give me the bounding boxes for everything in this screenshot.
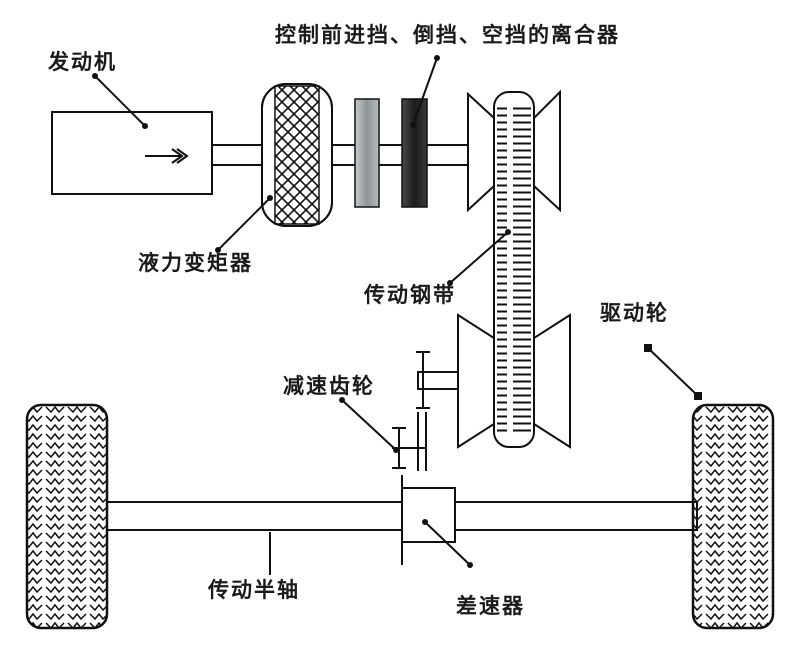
engine (51, 111, 213, 195)
primary-pulley (467, 89, 561, 213)
reduction-gear-label: 减速齿轮 (283, 374, 375, 398)
engine-label: 发动机 (47, 50, 117, 74)
arrow-icon (145, 148, 189, 164)
clutch-plate-dark (401, 98, 428, 208)
differential (401, 475, 456, 565)
half-shaft-label: 传动半轴 (207, 578, 300, 602)
steel-belt (493, 91, 535, 448)
clutch-label: 控制前进挡、倒挡、空挡的离合器 (275, 23, 620, 47)
torque-converter-label: 液力变矩器 (138, 251, 253, 275)
right-wheel (691, 403, 775, 630)
steel-belt-label: 传动钢带 (363, 283, 456, 307)
clutch-pack (354, 98, 428, 208)
torque-converter (261, 83, 333, 227)
differential-label: 差速器 (456, 594, 525, 618)
reduction-gears (392, 351, 430, 471)
clutch-plate-light (354, 98, 380, 208)
half-shaft (106, 501, 698, 531)
leader-lines (92, 55, 702, 575)
drive-wheel-label: 驱动轮 (600, 301, 669, 325)
left-wheel (25, 403, 109, 630)
secondary-pulley (457, 313, 571, 449)
output-shaft (417, 371, 459, 390)
input-shaft (211, 144, 473, 166)
